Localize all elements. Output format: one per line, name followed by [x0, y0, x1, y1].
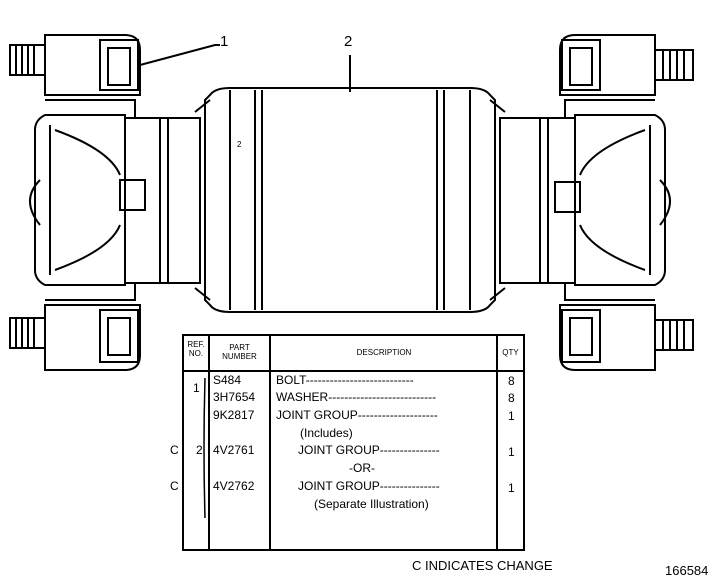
parts-table-frame [182, 334, 525, 551]
row-3-desc: JOINT GROUP-------------------- [276, 408, 438, 422]
figure-number: 166584 [665, 563, 709, 578]
row-5-change-mark: C [170, 443, 179, 457]
tube-mark-label: 2 [237, 140, 242, 149]
row-7-part: 4V2762 [213, 479, 255, 493]
change-note: C INDICATES CHANGE [412, 558, 553, 573]
row-2-desc: WASHER--------------------------- [276, 390, 437, 404]
row-1-part: S484 [213, 373, 242, 387]
row-7-desc: JOINT GROUP--------------- [298, 479, 440, 493]
row-2-qty: 8 [508, 391, 515, 405]
callout-1-leader [139, 44, 220, 66]
callout-2-label: 2 [344, 33, 353, 50]
row-7-qty: 1 [508, 481, 515, 495]
row-1-desc: BOLT--------------------------- [276, 373, 414, 387]
header-description: DESCRIPTION [356, 348, 412, 357]
row-4-desc: (Includes) [300, 426, 353, 440]
header-ref-no: REF. NO. [187, 340, 205, 358]
row-5-desc: JOINT GROUP--------------- [298, 443, 440, 457]
row-3-part: 9K2817 [213, 408, 255, 422]
row-8-desc: (Separate Illustration) [314, 497, 429, 511]
callout-1-label: 1 [220, 33, 229, 50]
row-6-desc: -OR- [349, 461, 375, 475]
center-tube [194, 87, 506, 313]
row-2-part: 3H7654 [213, 390, 256, 404]
right-yoke [499, 34, 694, 371]
row-5-part: 4V2761 [213, 443, 255, 457]
left-yoke [9, 34, 201, 371]
row-3-qty: 1 [508, 409, 515, 423]
header-part-number: PART NUMBER [222, 343, 257, 361]
row-5-qty: 1 [508, 445, 515, 459]
header-qty: QTY [502, 348, 519, 357]
row-7-change-mark: C [170, 479, 179, 493]
row-5-ref: 2 [196, 443, 203, 457]
row-1-ref: 1 [193, 381, 200, 395]
row-1-qty: 8 [508, 374, 515, 388]
